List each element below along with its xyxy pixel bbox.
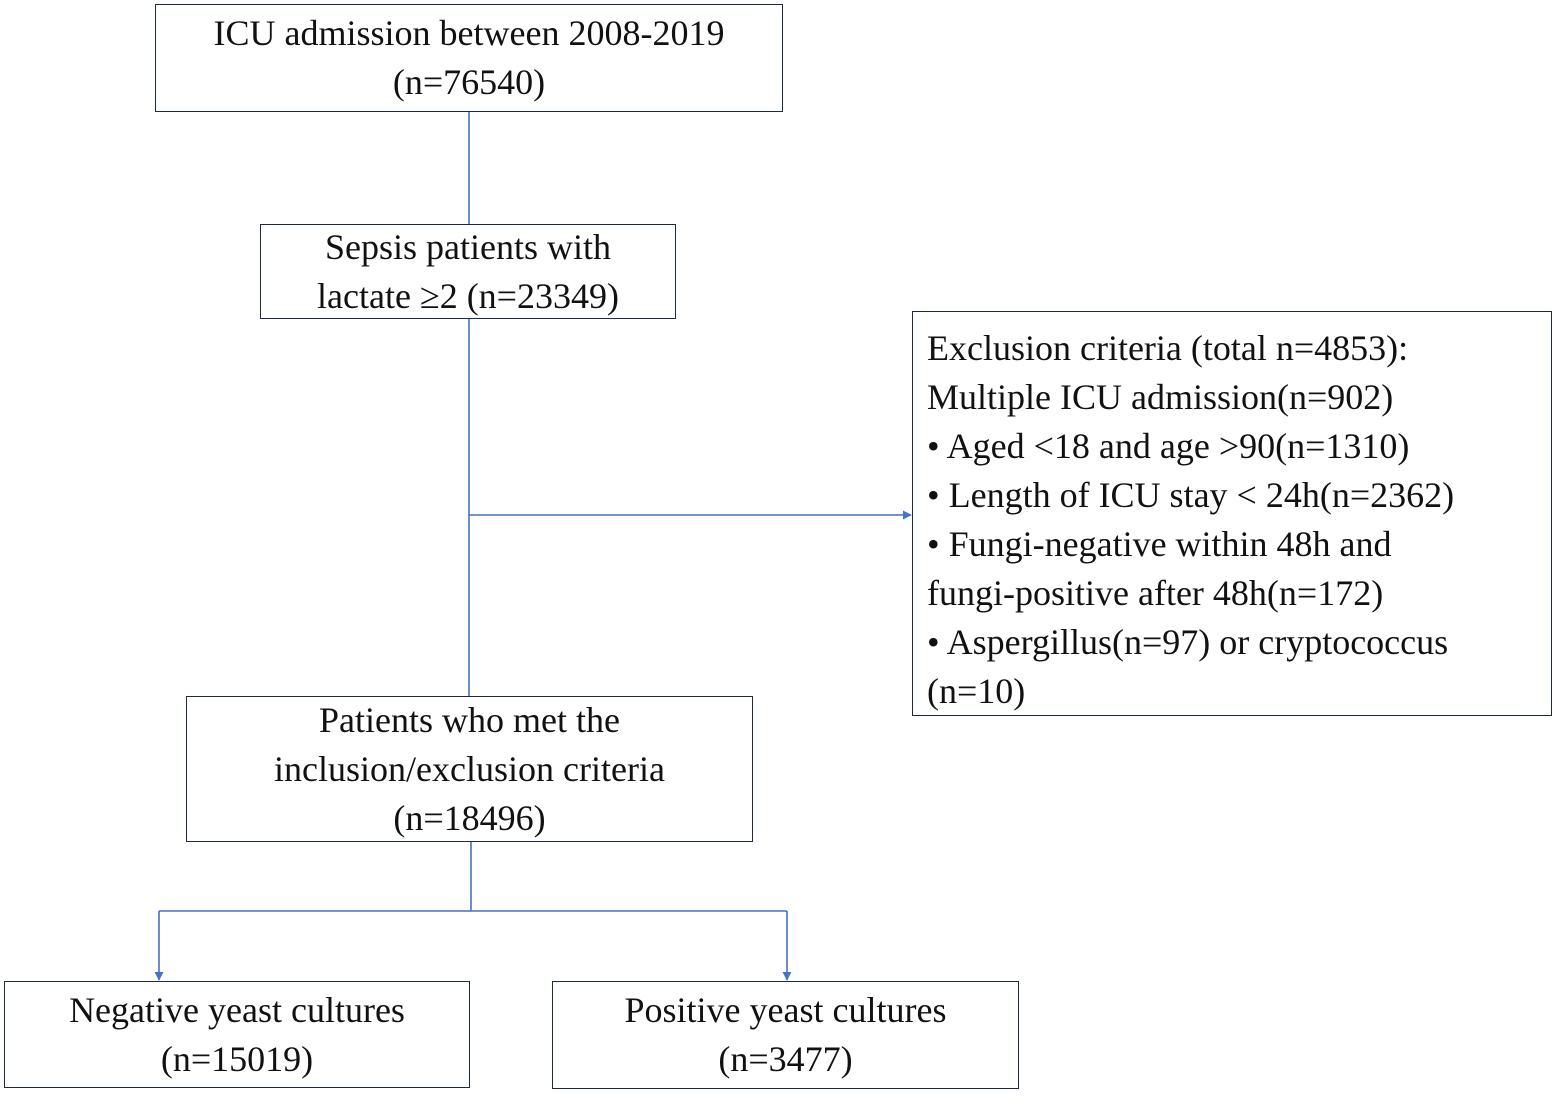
sepsis-box: Sepsis patients with lactate ≥2 (n=23349… bbox=[260, 224, 676, 319]
icu-admission-count: (n=76540) bbox=[392, 62, 546, 102]
sepsis-title: Sepsis patients with bbox=[325, 226, 611, 267]
included-count: (n=18496) bbox=[393, 797, 546, 838]
exclusion-criteria-box: Exclusion criteria (total n=4853): Multi… bbox=[912, 311, 1552, 716]
icu-admission-title: ICU admission between 2008-2019 bbox=[213, 13, 725, 53]
included-patients-box: Patients who met the inclusion/exclusion… bbox=[186, 696, 753, 842]
exclusion-multiple-admission: Multiple ICU admission(n=902) bbox=[927, 377, 1394, 417]
icu-admission-box: ICU admission between 2008-2019 (n=76540… bbox=[155, 4, 783, 112]
positive-title: Positive yeast cultures bbox=[624, 990, 947, 1030]
included-criteria: inclusion/exclusion criteria bbox=[274, 748, 665, 789]
sepsis-criteria: lactate ≥2 (n=23349) bbox=[317, 275, 619, 316]
exclusion-age: • Aged <18 and age >90(n=1310) bbox=[927, 426, 1410, 466]
exclusion-aspergillus: • Aspergillus(n=97) or cryptococcus bbox=[927, 622, 1449, 662]
negative-count: (n=15019) bbox=[160, 1038, 314, 1079]
exclusion-fungi-positive: fungi-positive after 48h(n=172) bbox=[927, 573, 1384, 613]
exclusion-cryptococcus-count: (n=10) bbox=[927, 671, 1026, 711]
positive-count: (n=3477) bbox=[718, 1039, 853, 1079]
positive-cultures-box: Positive yeast cultures (n=3477) bbox=[552, 981, 1019, 1089]
included-title: Patients who met the bbox=[319, 699, 620, 740]
negative-cultures-box: Negative yeast cultures (n=15019) bbox=[4, 981, 470, 1088]
exclusion-fungi-negative: • Fungi-negative within 48h and bbox=[927, 524, 1392, 564]
exclusion-length-of-stay: • Length of ICU stay < 24h(n=2362) bbox=[927, 475, 1455, 515]
exclusion-heading: Exclusion criteria (total n=4853): bbox=[927, 328, 1409, 368]
negative-title: Negative yeast cultures bbox=[69, 989, 405, 1030]
